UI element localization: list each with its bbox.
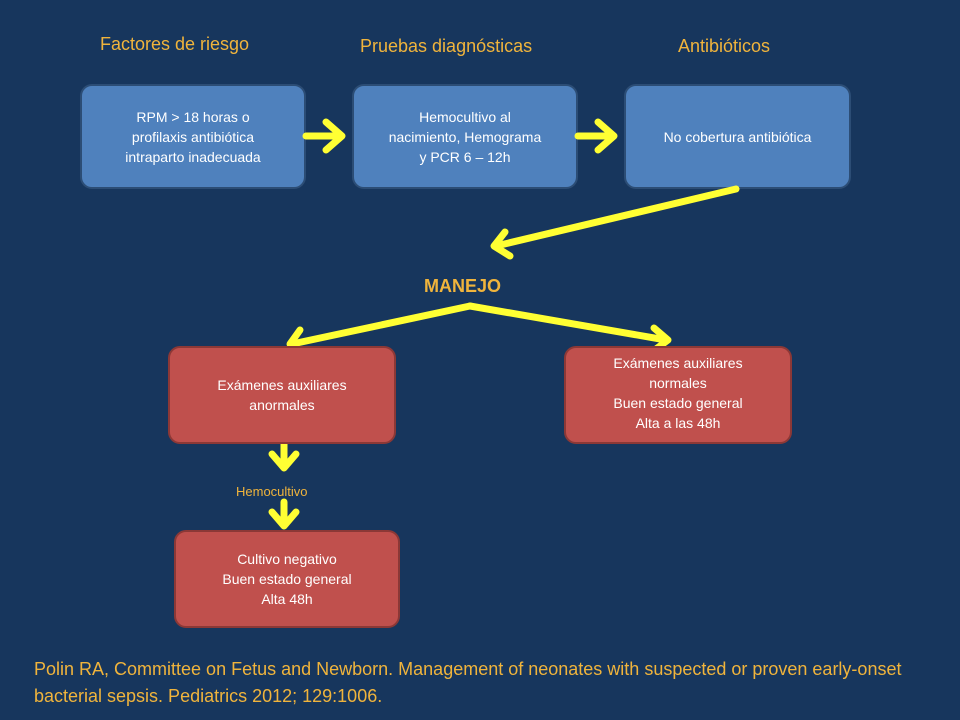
arrowhead-hemocultivo-down: [268, 508, 300, 530]
negative-culture-text: Cultivo negativo Buen estado general Alt…: [222, 551, 352, 607]
negative-culture-box: Cultivo negativo Buen estado general Alt…: [174, 530, 400, 628]
heading-risk-factors: Factores de riesgo: [100, 34, 250, 54]
arrowhead-tests-to-antibiotic: [594, 118, 618, 154]
risk-factor-box: RPM > 18 horas o profilaxis antibiótica …: [80, 84, 306, 189]
manejo-label: MANEJO: [424, 276, 502, 296]
arrow-antibiotic-to-manejo: [492, 185, 740, 250]
risk-factor-text: RPM > 18 horas o profilaxis antibiótica …: [125, 108, 261, 165]
antibiotic-box: No cobertura antibiótica: [624, 84, 851, 189]
arrow-manejo-to-normal: [466, 302, 670, 344]
hemocultivo-label: Hemocultivo: [236, 484, 308, 499]
arrow-manejo-to-abnormal: [288, 302, 474, 348]
diagnostic-tests-box: Hemocultivo al nacimiento, Hemograma y P…: [352, 84, 578, 189]
heading-diagnostic-tests: Pruebas diagnósticas: [360, 36, 533, 56]
antibiotic-text: No cobertura antibiótica: [663, 128, 812, 145]
arrowhead-risk-to-tests: [322, 118, 346, 154]
diagnostic-tests-text: Hemocultivo al nacimiento, Hemograma y P…: [388, 108, 542, 165]
normal-exams-text: Exámenes auxiliares normales Buen estado…: [613, 355, 743, 431]
abnormal-exams-box: Exámenes auxiliares anormales: [168, 346, 396, 444]
citation: Polin RA, Committee on Fetus and Newborn…: [34, 659, 902, 706]
heading-antibiotics: Antibióticos: [678, 36, 771, 56]
abnormal-exams-text: Exámenes auxiliares anormales: [217, 377, 347, 413]
arrowhead-antibiotic-to-manejo: [490, 228, 514, 260]
arrowhead-abnormal-down: [268, 450, 300, 472]
normal-exams-box: Exámenes auxiliares normales Buen estado…: [564, 346, 792, 444]
